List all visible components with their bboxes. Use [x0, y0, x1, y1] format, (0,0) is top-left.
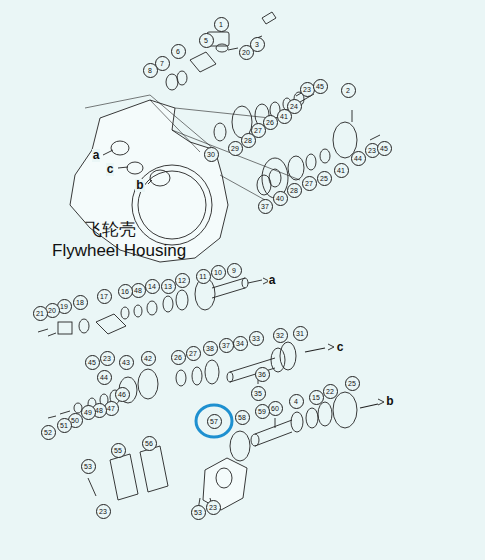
- bore-b: [150, 170, 170, 186]
- upper-assembly: [214, 88, 314, 141]
- leader-letter: c: [336, 341, 345, 354]
- callout-number: 28: [287, 183, 302, 198]
- callout-number: 59: [255, 404, 270, 419]
- callout-number: 18: [73, 295, 88, 310]
- callout-number: 45: [313, 79, 328, 94]
- callout-number: 14: [145, 279, 160, 294]
- callout-number: 26: [171, 350, 186, 365]
- callout-number: 56: [142, 436, 157, 451]
- leader-letter: b: [135, 179, 144, 192]
- callout-number: 36: [255, 367, 270, 382]
- callout-number: 1: [214, 17, 229, 32]
- callout-number: 27: [186, 346, 201, 361]
- callout-number: 30: [204, 147, 219, 162]
- key-icon: [262, 12, 276, 24]
- callout-number: 22: [323, 384, 338, 399]
- highlight-ring: [196, 405, 232, 437]
- callout-number: 38: [203, 341, 218, 356]
- callout-number: 53: [81, 459, 96, 474]
- housing-title: Flywheel Housing: [52, 241, 186, 261]
- callout-number: 48: [131, 283, 146, 298]
- leader-letter: b: [385, 395, 394, 408]
- callout-number: 9: [227, 263, 242, 278]
- callout-number: 41: [334, 163, 349, 178]
- callout-number: 43: [119, 355, 134, 370]
- shaft-a: [38, 278, 262, 336]
- cover-5: [190, 52, 216, 72]
- callout-number: 34: [233, 336, 248, 351]
- callout-number: 32: [273, 328, 288, 343]
- leader-letter: c: [106, 163, 115, 176]
- callout-number: 46: [115, 387, 130, 402]
- callout-number: 17: [97, 289, 112, 304]
- callout-number: 37: [219, 338, 234, 353]
- leader-letter: a: [92, 149, 101, 162]
- arrowheads: [263, 278, 384, 405]
- callout-number: 55: [111, 443, 126, 458]
- callout-number: 2: [341, 83, 356, 98]
- callout-number: 27: [302, 176, 317, 191]
- bore-c: [127, 162, 143, 174]
- callout-number: 12: [175, 273, 190, 288]
- callout-number: 4: [289, 394, 304, 409]
- callout-number: 37: [258, 199, 273, 214]
- callout-number: 29: [228, 141, 243, 156]
- callout-number: 60: [268, 401, 283, 416]
- callout-number: 25: [317, 171, 332, 186]
- right-assembly: [257, 110, 380, 198]
- callout-number: 57: [207, 414, 222, 429]
- callout-number: 16: [118, 284, 133, 299]
- callout-number: 15: [309, 390, 324, 405]
- seal-8: [166, 74, 178, 90]
- callout-number: 11: [196, 269, 211, 284]
- callout-number: 31: [293, 326, 308, 341]
- housing-bore: [132, 165, 212, 245]
- callout-number: 21: [33, 306, 48, 321]
- callout-number: 58: [235, 410, 250, 425]
- callout-number: 6: [171, 44, 186, 59]
- callout-number: 13: [161, 279, 176, 294]
- callout-number: 10: [211, 265, 226, 280]
- callout-number: 33: [249, 331, 264, 346]
- callout-number: 28: [241, 133, 256, 148]
- flywheel-housing: [70, 100, 228, 262]
- callout-number: 52: [41, 425, 56, 440]
- callout-number: 23: [206, 500, 221, 515]
- callout-number: 51: [57, 418, 72, 433]
- callout-number: 40: [273, 191, 288, 206]
- assembly-leaders: [85, 95, 300, 200]
- oring: [216, 44, 228, 52]
- callout-number: 53: [191, 505, 206, 520]
- callout-number: 23: [100, 351, 115, 366]
- callout-number: 35: [251, 386, 266, 401]
- callout-number: 42: [141, 351, 156, 366]
- callout-number: 44: [351, 151, 366, 166]
- callout-number: 44: [97, 370, 112, 385]
- callout-number: 3: [250, 37, 265, 52]
- housing-title: 飞轮壳: [85, 220, 136, 240]
- callout-number: 49: [81, 405, 96, 420]
- housing-bore-inner: [138, 171, 206, 239]
- shaft-b: [88, 392, 378, 510]
- callout-number: 8: [143, 63, 158, 78]
- bore-a: [111, 141, 129, 155]
- callout-number: 5: [199, 33, 214, 48]
- ring-7: [177, 71, 187, 85]
- callout-number: 45: [377, 141, 392, 156]
- callout-number: 23: [96, 504, 111, 519]
- callout-number: 25: [345, 376, 360, 391]
- leader-letter: a: [268, 274, 277, 287]
- callout-number: 41: [277, 109, 292, 124]
- callout-number: 45: [85, 355, 100, 370]
